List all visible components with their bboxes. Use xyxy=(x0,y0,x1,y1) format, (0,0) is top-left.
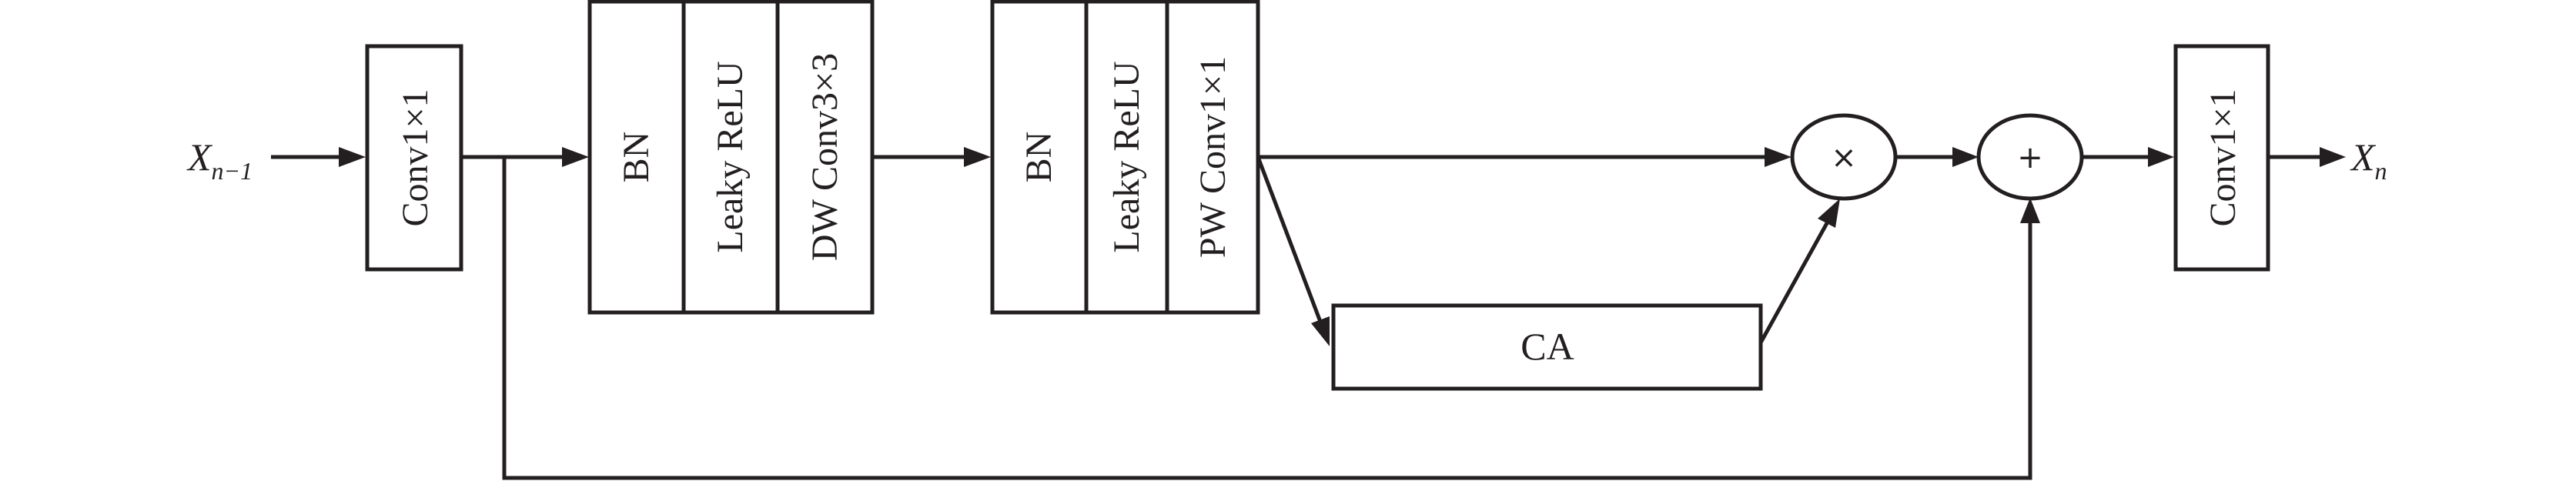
block2-bn-box xyxy=(990,0,1089,315)
conv-in-block: Conv1×1 xyxy=(365,44,463,272)
ca-to-multiply-arrowhead xyxy=(1818,199,1840,228)
block2-bn-label: BN xyxy=(1019,132,1059,183)
block2-pw-conv-label: PW Conv1×1 xyxy=(1193,56,1233,258)
input-label: Xn−1 xyxy=(186,135,253,185)
block1: BN Leaky ReLU DW Conv3×3 xyxy=(587,0,875,315)
conv-to-block1-arrowhead xyxy=(562,147,589,167)
block1-to-block2-arrowhead xyxy=(964,147,991,167)
block1-leaky-relu-label: Leaky ReLU xyxy=(710,61,751,252)
block2-to-multiply-arrowhead xyxy=(1765,147,1791,167)
conv-in-box xyxy=(365,44,463,272)
conv-out-block: Conv1×1 xyxy=(2173,44,2270,272)
multiply-symbol: × xyxy=(1831,140,1857,175)
block2-pw-conv-box xyxy=(1165,0,1260,315)
block1-bn-label: BN xyxy=(616,132,657,183)
connectors xyxy=(271,147,2346,480)
block1-dw-conv-box xyxy=(775,0,875,315)
block1-bn-box xyxy=(587,0,686,315)
add-to-conv-out-arrowhead xyxy=(2148,147,2174,167)
block1-leaky-relu-box xyxy=(681,0,780,315)
input-arrowhead xyxy=(339,147,366,167)
block2-to-ca-arrow xyxy=(1256,156,1323,322)
skip-connection-arrowhead xyxy=(2020,198,2040,223)
multiply-circle xyxy=(1790,113,1898,201)
skip-connection-line xyxy=(502,157,2032,480)
conv-in-label: Conv1×1 xyxy=(395,89,436,226)
output-arrowhead xyxy=(2320,147,2346,167)
ca-box xyxy=(1331,303,1763,391)
block2-to-ca-arrowhead xyxy=(1311,316,1330,346)
add-node: + xyxy=(1976,113,2084,201)
block1-dw-conv-label: DW Conv3×3 xyxy=(805,53,845,261)
block2-leaky-relu-label: Leaky ReLU xyxy=(1106,61,1147,252)
output-label: Xn xyxy=(2350,135,2387,185)
conv-out-box xyxy=(2173,44,2270,272)
add-symbol: + xyxy=(2017,140,2043,175)
conv-out-label: Conv1×1 xyxy=(2203,89,2243,226)
add-circle xyxy=(1976,113,2084,201)
ca-to-multiply-arrow xyxy=(1758,222,1829,346)
ca-block: CA xyxy=(1331,303,1763,391)
multiply-to-add-arrowhead xyxy=(1952,147,1979,167)
block2: BN Leaky ReLU PW Conv1×1 xyxy=(990,0,1260,315)
multiply-node: × xyxy=(1790,113,1898,201)
ca-label: CA xyxy=(1521,325,1574,368)
